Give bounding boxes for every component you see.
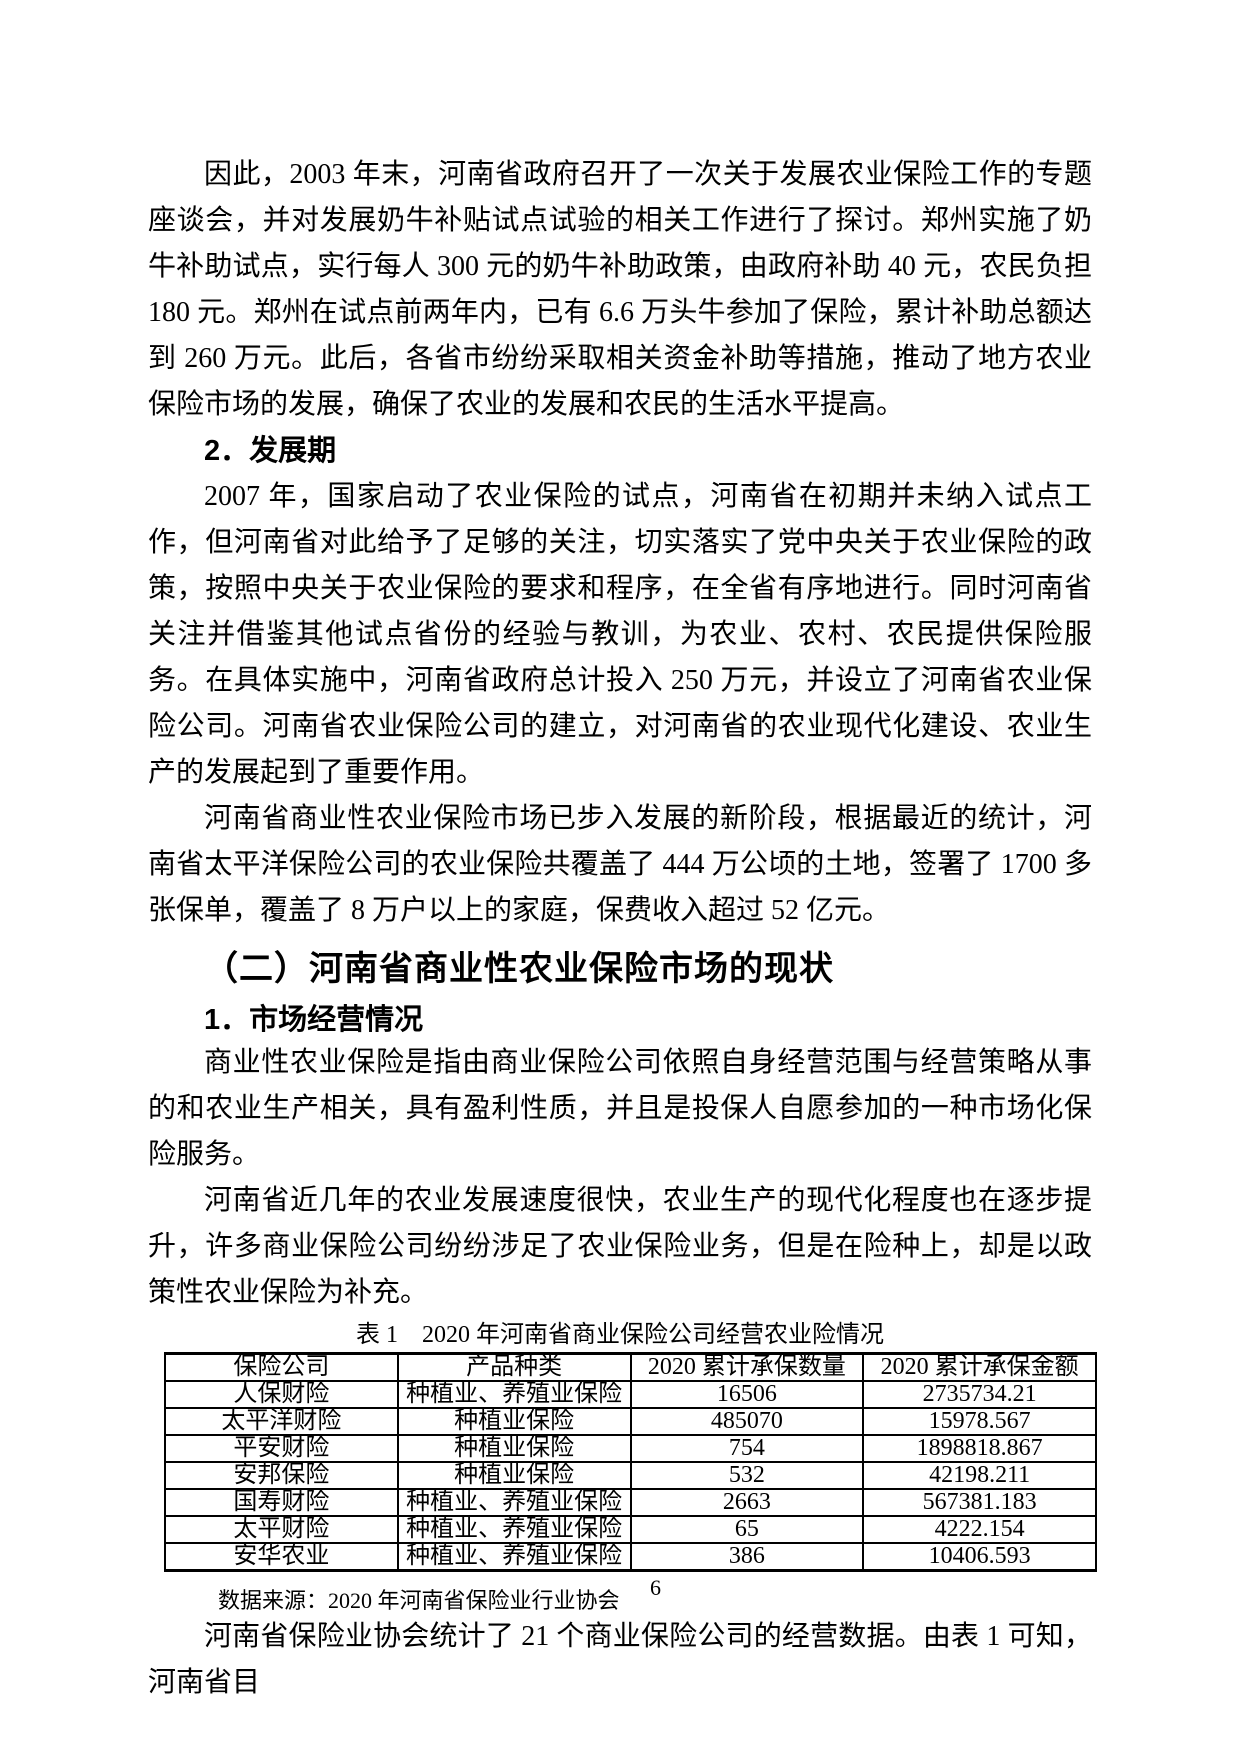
table-row: 国寿财险 种植业、养殖业保险 2663 567381.183 xyxy=(164,1488,1097,1517)
table-cell: 种植业保险 xyxy=(396,1461,632,1490)
table-row: 太平财险 种植业、养殖业保险 65 4222.154 xyxy=(164,1515,1097,1544)
column-header-company: 保险公司 xyxy=(164,1352,399,1382)
column-header-product-type: 产品种类 xyxy=(396,1352,632,1382)
table-cell: 1898818.867 xyxy=(862,1434,1097,1463)
table-cell: 567381.183 xyxy=(862,1488,1097,1517)
heading-development-phase: 2．发展期 xyxy=(204,435,337,467)
table-cell: 532 xyxy=(629,1461,865,1490)
column-header-insured-amount: 2020 累计承保金额 xyxy=(862,1352,1097,1382)
table-header-row: 保险公司 产品种类 2020 累计承保数量 2020 累计承保金额 xyxy=(164,1352,1097,1382)
table-cell: 太平财险 xyxy=(164,1515,399,1544)
table-cell: 安邦保险 xyxy=(164,1461,399,1490)
paragraph-closing: 河南省保险业协会统计了 21 个商业保险公司的经营数据。由表 1 可知，河南省目 xyxy=(148,1621,1092,1698)
table-cell: 16506 xyxy=(629,1380,865,1409)
table-cell: 10406.593 xyxy=(862,1542,1097,1572)
table-cell: 65 xyxy=(629,1515,865,1544)
table-cell: 485070 xyxy=(629,1407,865,1436)
table-cell: 754 xyxy=(629,1434,865,1463)
heading-market-operations: 1．市场经营情况 xyxy=(204,1004,424,1036)
table-cell: 太平洋财险 xyxy=(164,1407,399,1436)
table-row: 人保财险 种植业、养殖业保险 16506 2735734.21 xyxy=(164,1380,1097,1409)
table-cell: 安华农业 xyxy=(164,1542,399,1572)
table-row: 平安财险 种植业保险 754 1898818.867 xyxy=(164,1434,1097,1463)
table-cell: 种植业保险 xyxy=(396,1434,632,1463)
page-number: 6 xyxy=(650,1575,661,1600)
paragraph-market-growth: 河南省近几年的农业发展速度很快，农业生产的现代化程度也在逐步提升，许多商业保险公… xyxy=(148,1185,1092,1308)
table-cell: 15978.567 xyxy=(862,1407,1097,1436)
column-header-insured-quantity: 2020 累计承保数量 xyxy=(629,1352,865,1382)
table-caption: 表 1 2020 年河南省商业保险公司经营农业险情况 xyxy=(356,1322,884,1348)
paragraph-development-2007: 2007 年，国家启动了农业保险的试点，河南省在初期并未纳入试点工作，但河南省对… xyxy=(148,481,1092,788)
table-cell: 4222.154 xyxy=(862,1515,1097,1544)
table-cell: 2663 xyxy=(629,1488,865,1517)
table-cell: 种植业、养殖业保险 xyxy=(396,1488,632,1517)
table-cell: 种植业、养殖业保险 xyxy=(396,1542,632,1572)
table-cell: 2735734.21 xyxy=(862,1380,1097,1409)
page-content: 因此，2003 年末，河南省政府召开了一次关于发展农业保险工作的专题座谈会，并对… xyxy=(148,152,1097,1706)
table-cell: 国寿财险 xyxy=(164,1488,399,1517)
insurance-table: 保险公司 产品种类 2020 累计承保数量 2020 累计承保金额 人保财险 种… xyxy=(164,1352,1097,1572)
table-cell: 种植业保险 xyxy=(396,1407,632,1436)
table-cell: 人保财险 xyxy=(164,1380,399,1409)
table-cell: 种植业、养殖业保险 xyxy=(396,1380,632,1409)
table-cell: 平安财险 xyxy=(164,1434,399,1463)
paragraph-commercial-market: 河南省商业性农业保险市场已步入发展的新阶段，根据最近的统计，河南省太平洋保险公司… xyxy=(148,803,1092,926)
table-source-note: 数据来源：2020 年河南省保险业行业协会 xyxy=(218,1588,620,1613)
table-cell: 种植业、养殖业保险 xyxy=(396,1515,632,1544)
table-cell: 386 xyxy=(629,1542,865,1572)
paragraph-development-intro: 因此，2003 年末，河南省政府召开了一次关于发展农业保险工作的专题座谈会，并对… xyxy=(148,159,1092,420)
table-row: 安华农业 种植业、养殖业保险 386 10406.593 xyxy=(164,1542,1097,1572)
paragraph-market-definition: 商业性农业保险是指由商业保险公司依照自身经营范围与经营策略从事的和农业生产相关，… xyxy=(148,1047,1092,1170)
table-cell: 42198.211 xyxy=(862,1461,1097,1490)
table-row: 太平洋财险 种植业保险 485070 15978.567 xyxy=(164,1407,1097,1436)
heading-section-two: （二）河南省商业性农业保险市场的现状 xyxy=(204,950,834,988)
table-row: 安邦保险 种植业保险 532 42198.211 xyxy=(164,1461,1097,1490)
